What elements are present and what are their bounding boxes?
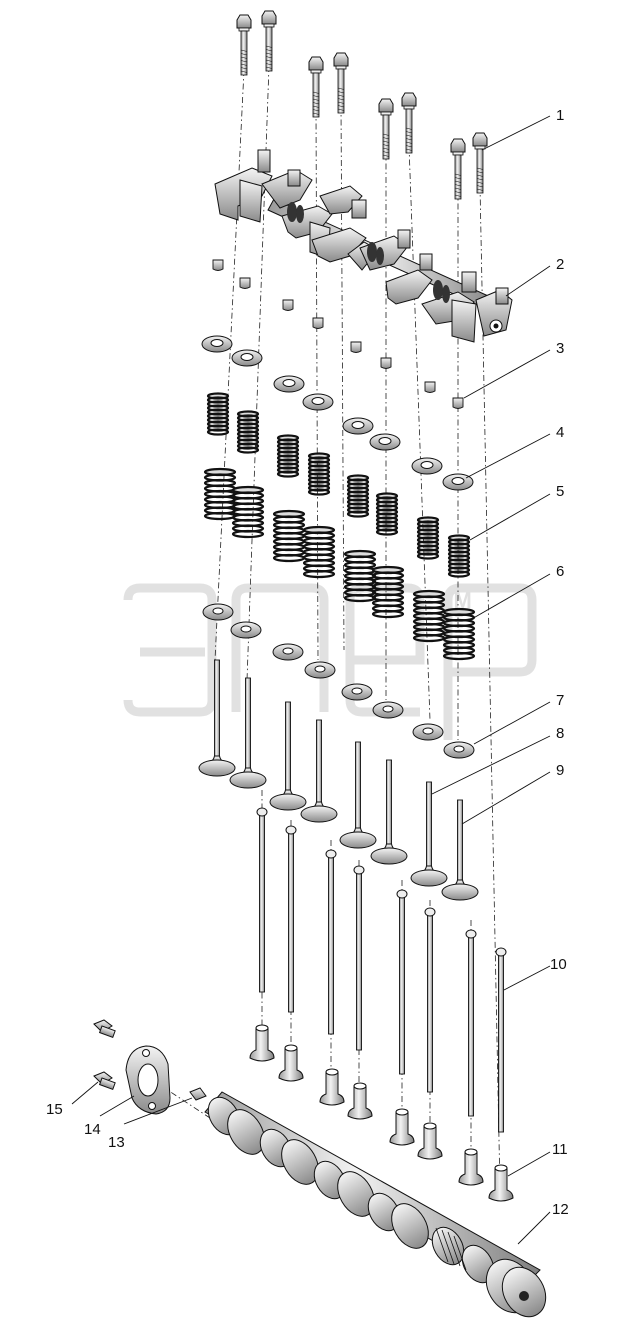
rocker-shaft-bolt: [308, 56, 324, 118]
spring-retainer: [411, 457, 443, 475]
push-rod: [465, 929, 477, 1117]
spring-seat: [341, 683, 373, 701]
inner-valve-spring: [375, 492, 399, 536]
valve-tappet: [389, 1108, 415, 1146]
rocker-shaft-bolt: [261, 10, 277, 72]
spring-retainer: [302, 393, 334, 411]
valve-cap: [239, 277, 251, 289]
outer-valve-spring: [371, 565, 405, 619]
callout-6: 6: [556, 563, 564, 580]
callout-15: 15: [46, 1101, 63, 1118]
spring-retainer: [273, 375, 305, 393]
spring-retainer: [442, 473, 474, 491]
inner-valve-spring: [346, 474, 370, 518]
camshaft: [204, 1091, 547, 1318]
callout-14: 14: [84, 1121, 101, 1138]
outer-valve-spring: [203, 467, 237, 521]
spring-retainer: [231, 349, 263, 367]
engine-valve: [339, 741, 377, 849]
outer-valve-spring: [231, 485, 265, 539]
rocker-shaft-bolt: [472, 132, 488, 194]
spring-seat: [372, 701, 404, 719]
callout-8: 8: [556, 725, 564, 742]
callout-10: 10: [550, 956, 567, 973]
rocker-arm-shaft-assembly: [214, 149, 513, 343]
valve-cap: [452, 397, 464, 409]
spring-seat: [230, 621, 262, 639]
push-rod: [353, 865, 365, 1051]
valve-train-parts: [198, 10, 514, 1202]
rocker-shaft-bolt: [450, 138, 466, 200]
valve-cap: [312, 317, 324, 329]
valve-cap: [380, 357, 392, 369]
spring-retainer: [201, 335, 233, 353]
inner-valve-spring: [276, 434, 300, 478]
valve-cap: [424, 381, 436, 393]
engine-valve: [269, 701, 307, 811]
spring-retainer: [369, 433, 401, 451]
push-rod: [285, 825, 297, 1013]
valve-cap: [282, 299, 294, 311]
push-rod: [256, 807, 268, 993]
callout-4: 4: [556, 424, 564, 441]
rocker-shaft-bolt: [401, 92, 417, 154]
spring-retainer: [342, 417, 374, 435]
callout-2: 2: [556, 256, 564, 273]
inner-valve-spring: [307, 452, 331, 496]
push-rod: [396, 889, 408, 1075]
push-rod: [495, 947, 507, 1133]
valve-tappet: [249, 1024, 275, 1062]
spring-seat: [412, 723, 444, 741]
callout-9: 9: [556, 762, 564, 779]
outer-valve-spring: [272, 509, 306, 563]
push-rod: [325, 849, 337, 1035]
valve-tappet: [347, 1082, 373, 1120]
callout-7: 7: [556, 692, 564, 709]
valve-cap: [212, 259, 224, 271]
engine-valve: [198, 659, 236, 777]
callout-1: 1: [556, 107, 564, 124]
valve-tappet: [488, 1164, 514, 1202]
valve-tappet: [278, 1044, 304, 1082]
engine-valve: [410, 781, 448, 887]
rocker-shaft-bolt: [333, 52, 349, 114]
spring-seat: [272, 643, 304, 661]
callout-3: 3: [556, 340, 564, 357]
callout-5: 5: [556, 483, 564, 500]
callout-leader-lines: [71, 115, 551, 1245]
callout-12: 12: [552, 1201, 569, 1218]
engine-valve: [441, 799, 479, 901]
inner-valve-spring: [447, 534, 471, 578]
spring-seat: [304, 661, 336, 679]
rocker-shaft-bolt: [378, 98, 394, 160]
valve-tappet: [417, 1122, 443, 1160]
inner-valve-spring: [206, 392, 230, 436]
callout-13: 13: [108, 1134, 125, 1151]
engine-valve: [370, 759, 408, 865]
thrust-flange-and-bolts: [93, 1019, 207, 1115]
engine-valve: [300, 719, 338, 823]
outer-valve-spring: [302, 525, 336, 579]
rocker-shaft-bolt: [236, 14, 252, 76]
valve-tappet: [458, 1148, 484, 1186]
callout-11: 11: [552, 1141, 568, 1158]
push-rod: [424, 907, 436, 1093]
valve-tappet: [319, 1068, 345, 1106]
outer-valve-spring: [343, 549, 377, 603]
inner-valve-spring: [236, 410, 260, 454]
callout-labels: 1 2 3 4 5 6 7 8 9 10 11 12 13 14 15: [46, 107, 569, 1218]
spring-seat: [443, 741, 475, 759]
valve-cap: [350, 341, 362, 353]
inner-valve-spring: [416, 516, 440, 560]
spring-seat: [202, 603, 234, 621]
engine-valve: [229, 677, 267, 789]
